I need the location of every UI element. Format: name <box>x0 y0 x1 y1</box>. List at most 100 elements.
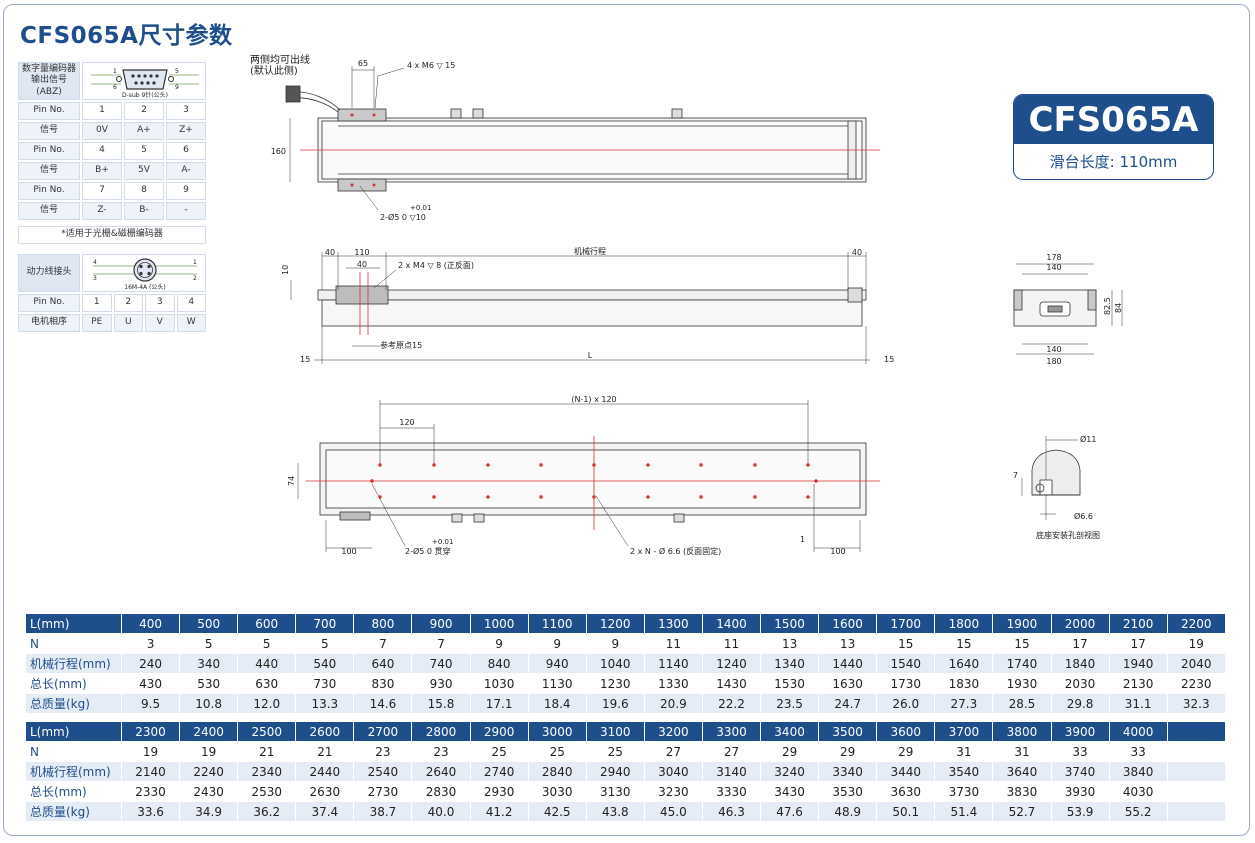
table-header-cell: 1600 <box>818 613 878 634</box>
enc-cell: A- <box>166 162 206 180</box>
table-cell: 22.2 <box>701 693 762 714</box>
table-cell: 28.5 <box>992 693 1052 714</box>
encoder-pin-table: 数字量编码器 输出信号(ABZ) 1 5 6 9 D-sub 9针(公头) <box>18 62 206 100</box>
table-cell: 15.8 <box>411 693 471 714</box>
table-cell: 33.6 <box>120 801 181 822</box>
side-stroke-label: 机械行程 <box>574 246 606 256</box>
enc-cell: B- <box>124 202 164 220</box>
table-cell: 25 <box>469 741 529 762</box>
bottom-dim-100-right: 100 <box>830 547 845 556</box>
table-cell: 2830 <box>411 781 471 802</box>
table-cell: 830 <box>353 673 413 694</box>
table-cell: 23 <box>353 741 413 762</box>
dsub-pin-6: 6 <box>113 84 117 91</box>
enc-cell: 5V <box>124 162 164 180</box>
table-cell: 9 <box>585 633 645 654</box>
encoder-pin-rows: Pin No. 1 2 3 信号 0V A+ Z+ Pin No. 4 5 6 … <box>18 102 206 220</box>
table-cell: 540 <box>295 653 355 674</box>
table-cell: 21 <box>237 741 297 762</box>
side-dim-40-inner: 40 <box>357 260 367 269</box>
cable-note-1: 两侧均可出线 <box>250 53 310 66</box>
end-dim-84: 84 <box>1114 303 1123 313</box>
enc-row-label: Pin No. <box>18 182 80 200</box>
table-header-cell: 3500 <box>818 721 878 742</box>
table-cell: 31 <box>934 741 994 762</box>
table-cell: 2630 <box>295 781 355 802</box>
side-dim-110: 110 <box>354 248 369 257</box>
section-dim-d6-6: Ø6.6 <box>1074 511 1093 521</box>
table-header-cell: 3300 <box>701 721 762 742</box>
power-cell: 3 <box>145 294 175 312</box>
enc-cell: - <box>166 202 206 220</box>
table-cell: 2940 <box>585 761 645 782</box>
power-cell: W <box>176 314 206 332</box>
bottom-dim-1: 1 <box>800 535 805 544</box>
enc-row-label: Pin No. <box>18 102 80 120</box>
table-cell: 29.8 <box>1050 693 1110 714</box>
table-header-cell: 1200 <box>585 613 645 634</box>
table-row-label: 总长(mm) <box>25 673 122 694</box>
section-dim-7: 7 <box>1013 471 1018 480</box>
table-cell: 1730 <box>876 673 936 694</box>
side-origin-note: 参考原点15 <box>380 340 422 350</box>
table-row-label: 总质量(kg) <box>25 801 122 822</box>
table-cell: 340 <box>179 653 239 674</box>
table-cell: 3430 <box>760 781 820 802</box>
table-cell: 3740 <box>1050 761 1110 782</box>
table-cell: 2030 <box>1050 673 1110 694</box>
table-cell: 840 <box>469 653 529 674</box>
table-cell: 3730 <box>934 781 994 802</box>
table-cell: 430 <box>120 673 181 694</box>
table-cell: 1340 <box>760 653 820 674</box>
table-cell: 51.4 <box>934 801 994 822</box>
enc-cell: 4 <box>82 142 122 160</box>
table-cell: 55.2 <box>1108 801 1168 822</box>
table-header-cell: 3800 <box>992 721 1052 742</box>
table-cell: 13.3 <box>295 693 355 714</box>
table-header-cell: 1400 <box>701 613 762 634</box>
side-thread-note: 2 x M4 ▽ 8 (正反面) <box>398 260 474 270</box>
end-dim-178: 178 <box>1046 253 1061 262</box>
table-cell: 1440 <box>818 653 878 674</box>
table-cell: 19 <box>179 741 239 762</box>
table-cell: 3540 <box>934 761 994 782</box>
table-cell: 24.7 <box>818 693 878 714</box>
section-view-drawing <box>1021 436 1081 520</box>
side-dim-15-right: 15 <box>884 355 894 364</box>
enc-row-label: 信号 <box>18 122 80 140</box>
top-view-drawing <box>285 66 880 211</box>
end-dim-82-5: 82.5 <box>1103 297 1112 315</box>
table-cell: 25 <box>585 741 645 762</box>
table-cell: 940 <box>527 653 587 674</box>
table-cell: 2930 <box>469 781 529 802</box>
table-cell: 740 <box>411 653 471 674</box>
table-cell: 2040 <box>1166 653 1226 674</box>
table-cell: 53.9 <box>1050 801 1110 822</box>
table-cell: 26.0 <box>876 693 936 714</box>
table-cell: 31 <box>992 741 1052 762</box>
table-cell: 2540 <box>353 761 413 782</box>
table-header-cell: 900 <box>411 613 471 634</box>
side-dim-10: 10 <box>281 265 290 275</box>
table-cell: 2330 <box>120 781 181 802</box>
table-cell: 19.6 <box>585 693 645 714</box>
table-cell: 23.5 <box>760 693 820 714</box>
table-cell: 3240 <box>760 761 820 782</box>
table-cell: 7 <box>411 633 471 654</box>
top-hole-note: 4 x M6 ▽ 15 <box>407 61 455 70</box>
table-cell: 2430 <box>179 781 239 802</box>
table-cell: 17 <box>1050 633 1110 654</box>
enc-cell: Z- <box>82 202 122 220</box>
table-cell: 4030 <box>1108 781 1168 802</box>
table-cell: 1830 <box>934 673 994 694</box>
table-header-cell: 3700 <box>934 721 994 742</box>
table-cell: 3930 <box>1050 781 1110 802</box>
table-cell: 13 <box>818 633 878 654</box>
table-header-cell: 1000 <box>469 613 529 634</box>
